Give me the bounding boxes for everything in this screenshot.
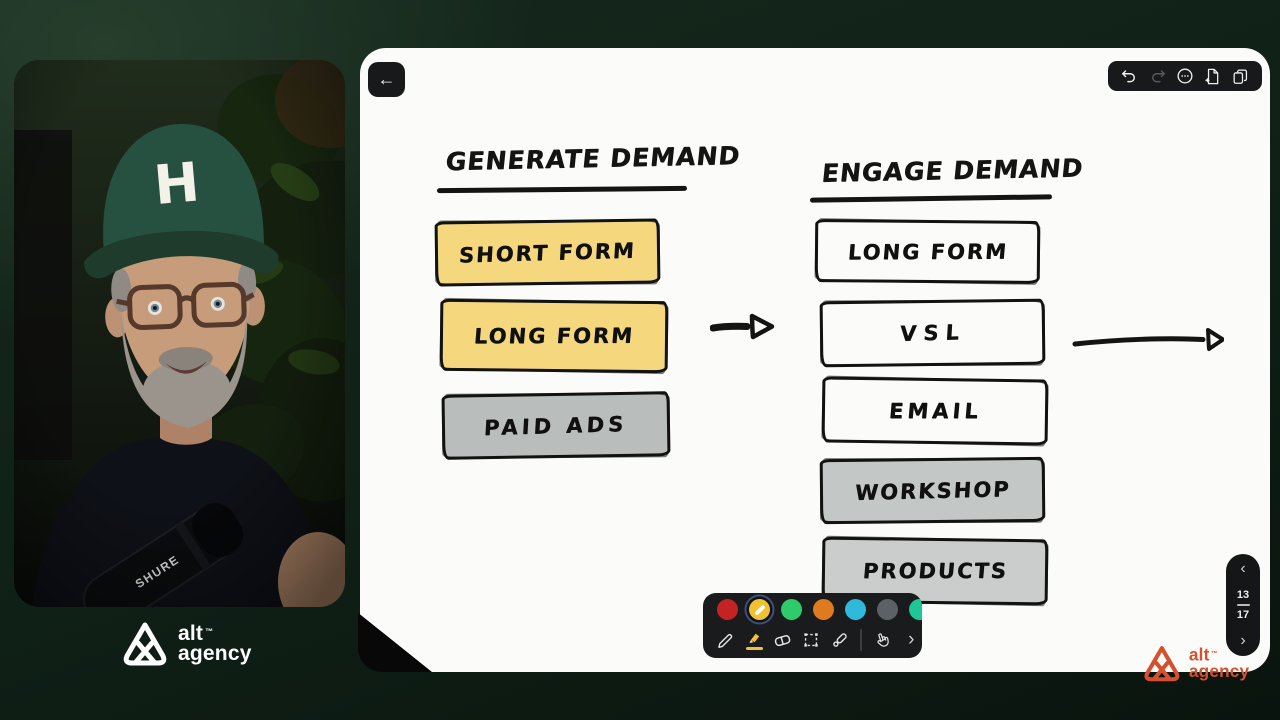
color-teal[interactable] — [909, 599, 922, 620]
arrow-left-to-right — [710, 313, 775, 340]
trademark-symbol: ™ — [205, 627, 214, 637]
selected-tool-underline — [745, 647, 763, 650]
back-arrow-icon: ← — [377, 69, 396, 89]
back-button[interactable]: ← — [368, 62, 405, 97]
more-tools-chevron[interactable]: › — [908, 628, 915, 650]
box-label: PAID ADS — [483, 411, 629, 440]
box-long-form-left: LONG FORM — [439, 298, 669, 374]
webcam-video: H SHURE — [14, 60, 345, 607]
page-dash — [1236, 604, 1250, 606]
box-vsl: VSL — [819, 298, 1046, 368]
current-page: 13 — [1236, 589, 1250, 601]
tool-buttons: › — [703, 622, 922, 654]
next-page-chevron[interactable]: › — [1240, 632, 1246, 649]
left-column-title: GENERATE DEMAND — [444, 140, 742, 177]
toolbar-divider — [860, 628, 863, 651]
color-red[interactable] — [717, 599, 738, 620]
box-label: LONG FORM — [472, 323, 636, 349]
box-label: PRODUCTS — [861, 558, 1009, 584]
brand-line1: alt — [1188, 646, 1210, 665]
box-short-form: SHORT FORM — [434, 218, 661, 287]
highlighter-tool-icon[interactable] — [743, 627, 764, 653]
eraser-tool-icon[interactable] — [772, 627, 793, 653]
presenter-illustration: H SHURE — [14, 60, 345, 607]
arrow-outgoing — [1072, 328, 1224, 351]
prev-page-chevron[interactable]: ‹ — [1240, 560, 1246, 577]
brand-line1: alt — [178, 622, 204, 646]
box-label: WORKSHOP — [853, 476, 1012, 505]
brand-line2: agency — [1188, 662, 1250, 682]
duplicate-pages-icon[interactable] — [1230, 66, 1250, 86]
color-swatches — [703, 593, 922, 622]
box-paid-ads: PAID ADS — [441, 391, 671, 460]
color-green[interactable] — [781, 599, 802, 620]
brand-mark-icon — [1144, 646, 1180, 682]
box-label: EMAIL — [887, 399, 983, 423]
left-title-underline — [436, 185, 688, 193]
pen-tool-icon[interactable] — [715, 627, 736, 653]
box-long-form-right: LONG FORM — [814, 219, 1041, 284]
hand-gesture-tool-icon[interactable] — [872, 627, 893, 653]
board-top-toolbar — [1108, 61, 1262, 91]
color-gray[interactable] — [877, 599, 898, 620]
selected-slash — [754, 604, 765, 615]
box-email: EMAIL — [821, 376, 1049, 446]
page-indicator: 13 17 — [1236, 589, 1250, 621]
brand-line2: agency — [178, 642, 252, 666]
right-title-underline — [809, 194, 1053, 203]
color-orange[interactable] — [813, 599, 834, 620]
color-yellow-selected[interactable] — [749, 599, 770, 620]
right-column-title: ENGAGE DEMAND — [820, 153, 1085, 188]
whiteboard-canvas[interactable]: ← GENERATE DEMAND ENGAGE DEMAND SHORT FO… — [360, 48, 1270, 672]
box-label: VSL — [898, 320, 967, 346]
new-page-sparkle-icon[interactable] — [1203, 66, 1223, 86]
box-workshop: WORKSHOP — [819, 456, 1046, 525]
drawing-toolbar: › — [703, 593, 922, 658]
total-pages: 17 — [1236, 609, 1250, 621]
box-label: SHORT FORM — [458, 238, 637, 267]
page-navigation: ‹ 13 17 › — [1226, 554, 1260, 656]
select-tool-icon[interactable] — [800, 627, 821, 653]
trademark-symbol: ™ — [1211, 649, 1218, 658]
brand-mark-icon — [123, 622, 167, 666]
more-options-icon[interactable] — [1175, 66, 1195, 86]
redo-icon[interactable] — [1147, 66, 1167, 86]
laser-pointer-tool-icon[interactable] — [829, 627, 850, 653]
undo-icon[interactable] — [1120, 66, 1140, 86]
box-label: LONG FORM — [846, 239, 1009, 264]
color-cyan[interactable] — [845, 599, 866, 620]
